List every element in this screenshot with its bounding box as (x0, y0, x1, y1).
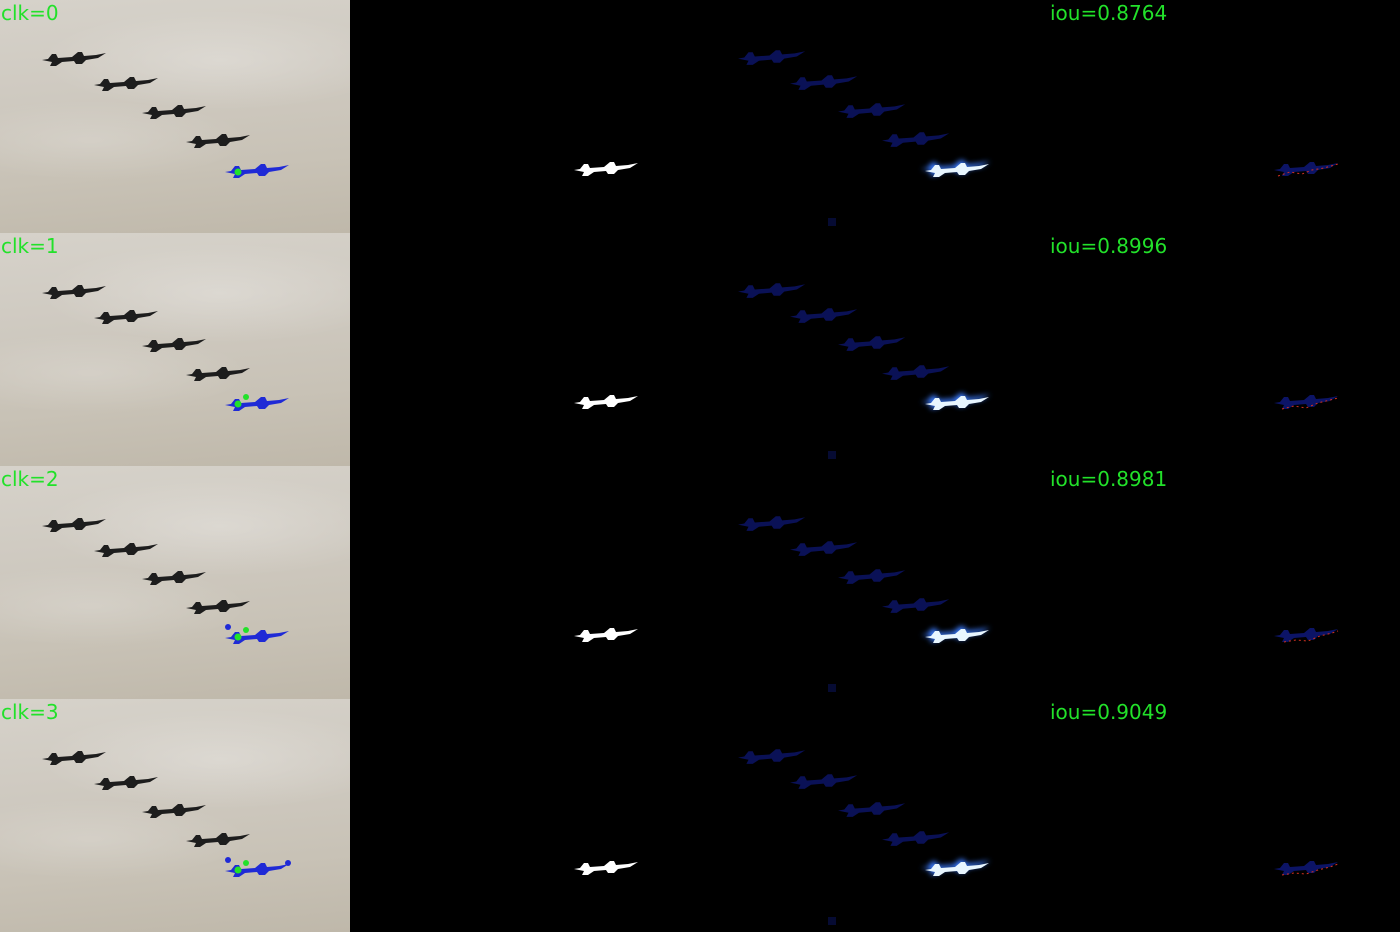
predicted-mask (574, 395, 638, 409)
result-row-1: clk=1 (0, 233, 1400, 466)
predicted-mask (574, 861, 638, 875)
mask-panel (350, 0, 700, 233)
probability-map (738, 749, 991, 925)
error-map (1274, 395, 1339, 410)
result-row-0: clk=0 (0, 0, 1400, 233)
mask-panel (350, 699, 700, 932)
click-count-label: clk=0 (1, 1, 59, 25)
error-panel: iou=0.9049 (1050, 699, 1400, 932)
jets-photo (42, 751, 291, 877)
click-point (225, 857, 231, 863)
probability-map-panel (700, 466, 1050, 699)
error-map (1274, 861, 1339, 876)
error-map (1274, 628, 1339, 643)
click-point (234, 168, 242, 176)
jets-photo (42, 52, 289, 178)
iou-label: iou=0.8764 (1050, 1, 1168, 25)
jets-photo (42, 518, 289, 644)
error-panel: iou=0.8981 (1050, 466, 1400, 699)
predicted-mask (574, 628, 638, 642)
error-panel: iou=0.8996 (1050, 233, 1400, 466)
click-point (243, 394, 249, 400)
predicted-mask (574, 162, 638, 176)
probability-map (738, 283, 991, 459)
mask-panel (350, 466, 700, 699)
click-point (243, 627, 249, 633)
input-photo-panel: clk=2 (0, 466, 350, 699)
mask-panel (350, 233, 700, 466)
iou-label: iou=0.9049 (1050, 700, 1168, 724)
probability-map (738, 50, 991, 226)
input-photo-panel: clk=1 (0, 233, 350, 466)
jets-photo (42, 285, 289, 411)
click-point (234, 866, 242, 874)
error-map (1274, 162, 1339, 177)
iou-label: iou=0.8996 (1050, 234, 1168, 258)
click-point (285, 860, 291, 866)
input-photo-panel: clk=0 (0, 0, 350, 233)
click-point (225, 624, 231, 630)
probability-map-panel (700, 699, 1050, 932)
result-row-3: clk=3 (0, 699, 1400, 932)
error-panel: iou=0.8764 (1050, 0, 1400, 233)
probability-map-panel (700, 233, 1050, 466)
click-point (234, 633, 242, 641)
probability-map (738, 516, 991, 692)
click-point (234, 400, 242, 408)
click-count-label: clk=2 (1, 467, 59, 491)
iou-label: iou=0.8981 (1050, 467, 1168, 491)
click-point (243, 860, 249, 866)
input-photo-panel: clk=3 (0, 699, 350, 932)
click-count-label: clk=3 (1, 700, 59, 724)
click-count-label: clk=1 (1, 234, 59, 258)
result-row-2: clk=2 (0, 466, 1400, 699)
probability-map-panel (700, 0, 1050, 233)
